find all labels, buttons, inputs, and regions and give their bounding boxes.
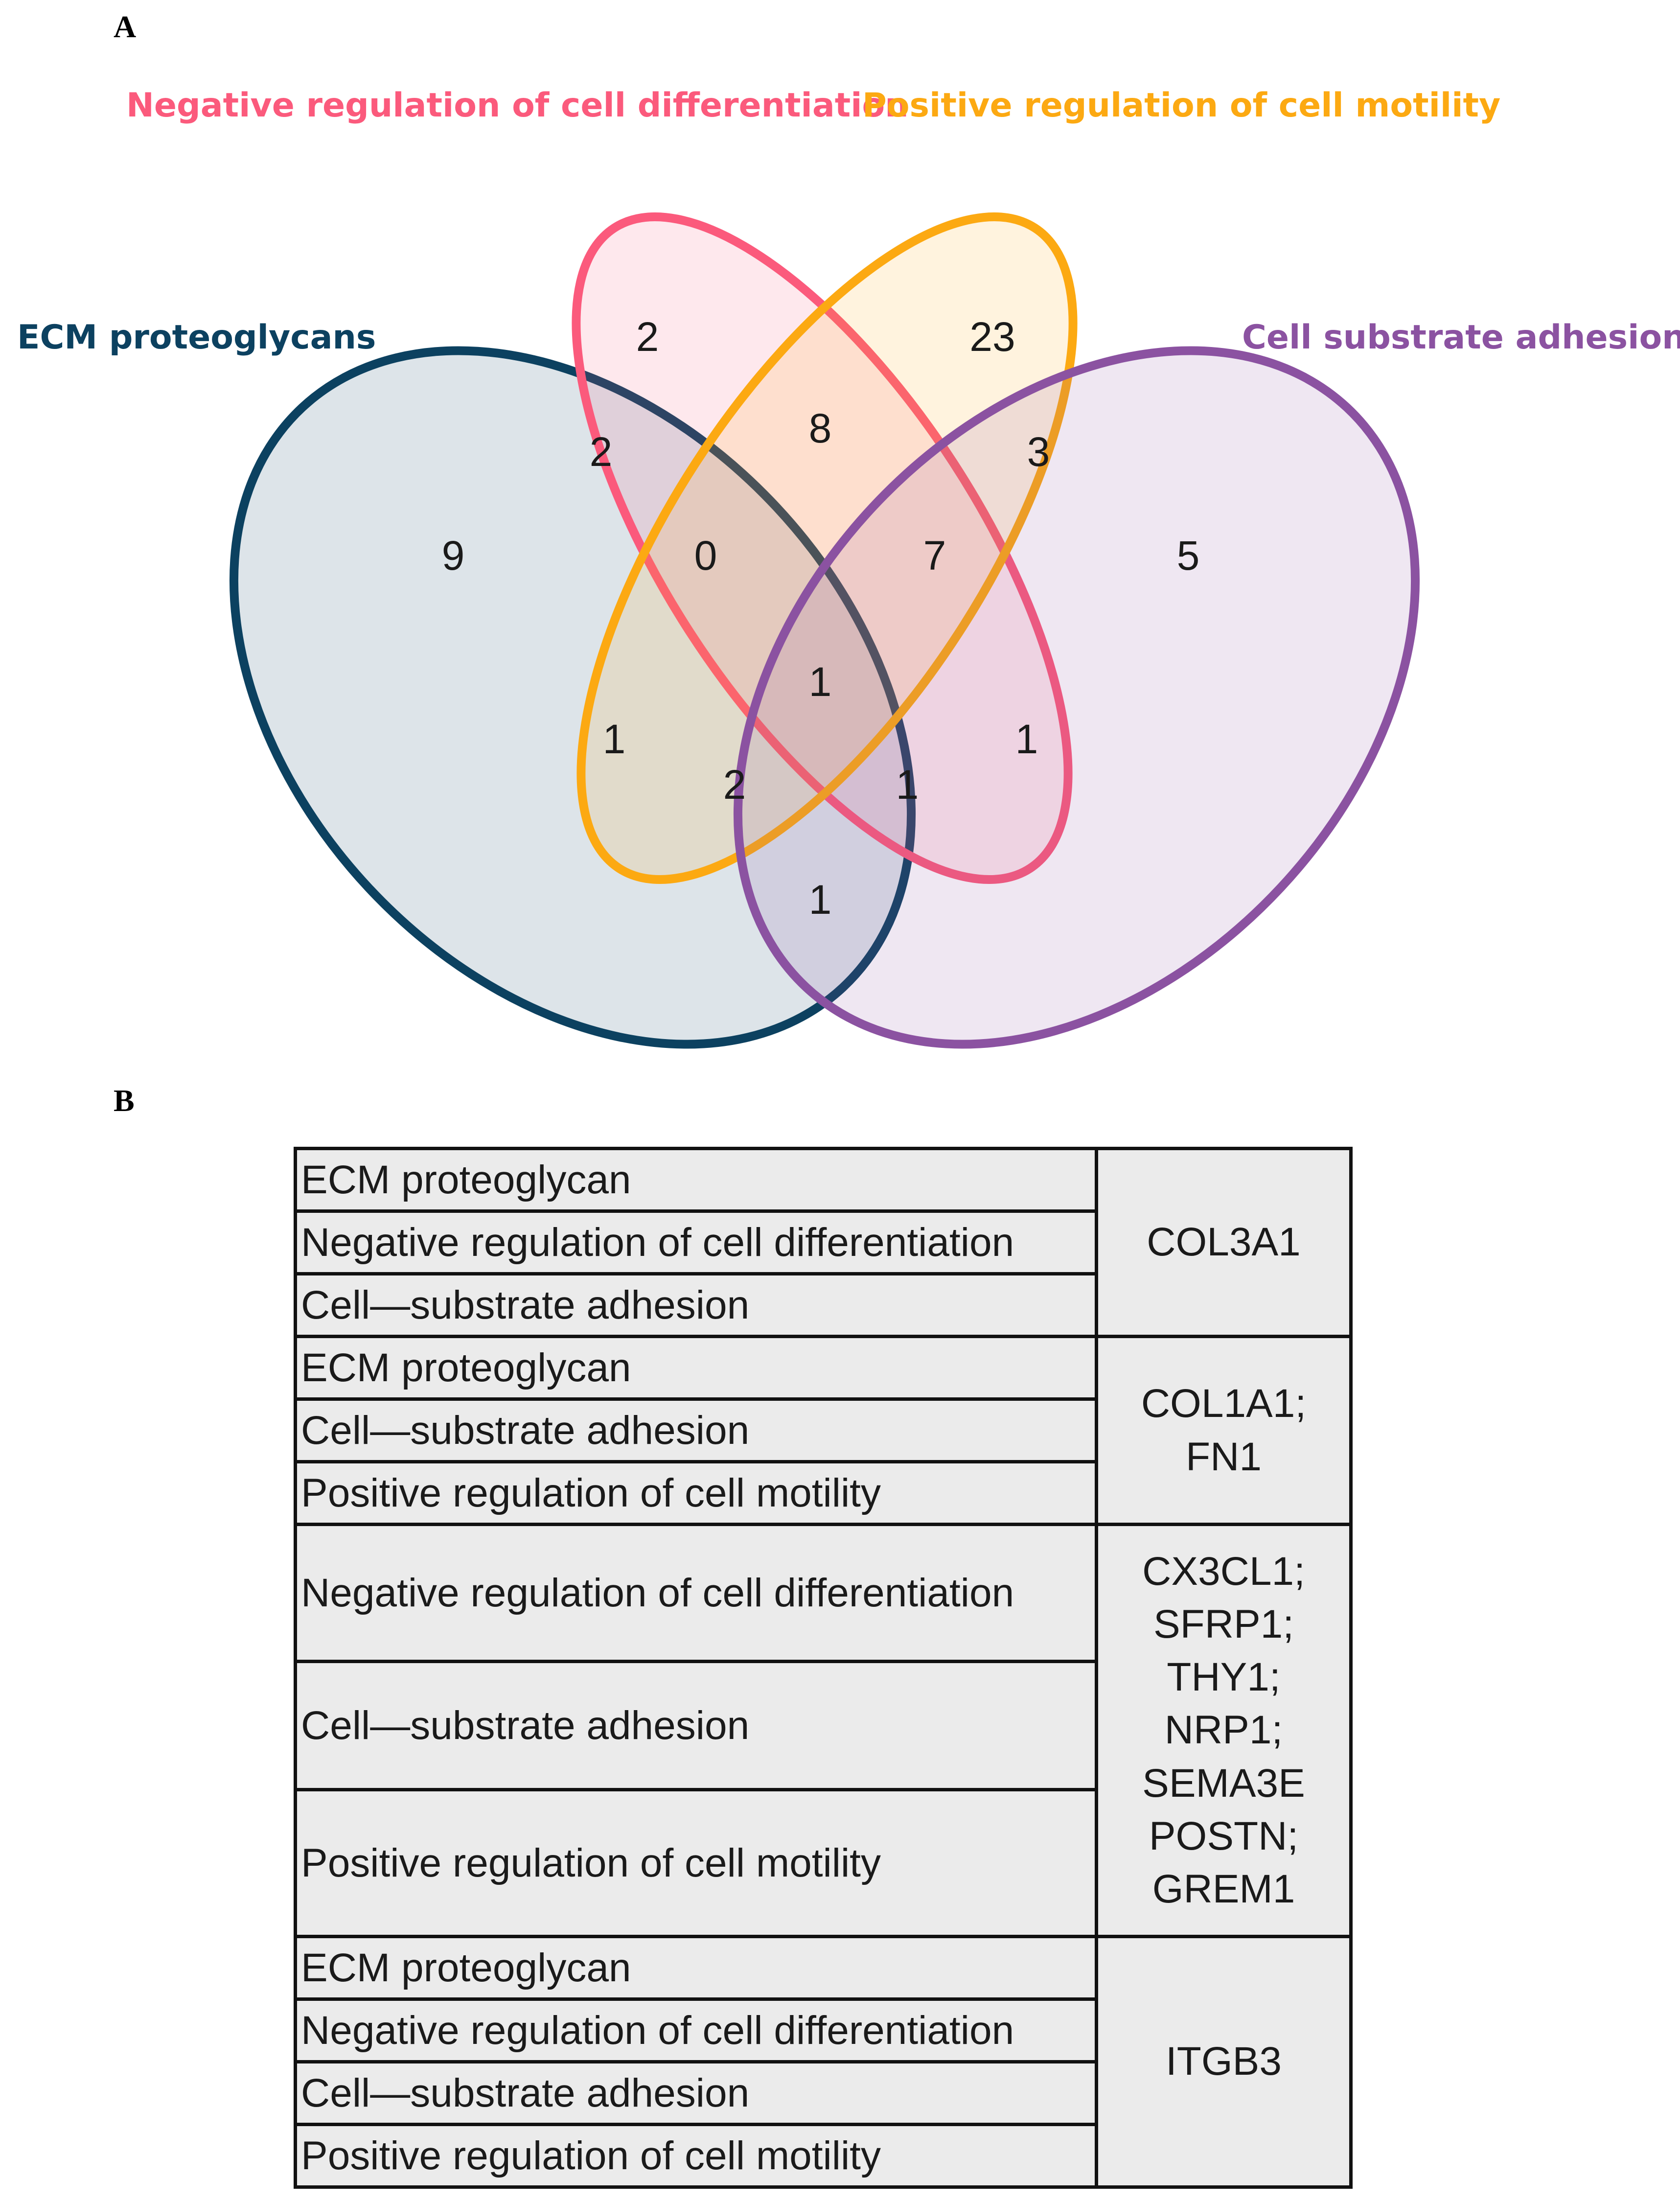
gene-name: GREM1: [1152, 1867, 1295, 1912]
count-adhesion-only: 5: [1177, 533, 1200, 579]
count-all-four: 1: [809, 659, 832, 705]
gene-name: NRP1;: [1164, 1708, 1283, 1753]
table-row: Positive regulation of cell motility: [294, 2123, 1351, 2189]
count-pos-motility-only: 23: [969, 314, 1015, 360]
count-ecm-neg-adh: 1: [896, 762, 919, 808]
table-row: Cell—substrate adhesion: [294, 1272, 1351, 1338]
term-cell: Cell—substrate adhesion: [294, 1660, 1098, 1791]
venn-diagram: Negative regulation of cell differentiat…: [17, 86, 1680, 1049]
gene-name: CX3CL1;: [1142, 1549, 1305, 1594]
adhesion-title: Cell substrate adhesion: [1242, 318, 1680, 357]
term-cell: ECM proteoglycan: [294, 1335, 1098, 1401]
pos-motility-title: Positive regulation of cell motility: [862, 86, 1500, 125]
table-row: Positive regulation of cell motility: [294, 1460, 1351, 1526]
gene-name: FN1: [1186, 1434, 1262, 1479]
term-cell: Positive regulation of cell motility: [294, 1788, 1098, 1938]
count-pos-adh: 3: [1027, 429, 1050, 475]
table-row: Cell—substrate adhesion: [294, 2060, 1351, 2126]
count-neg-diff-only: 2: [636, 314, 659, 360]
table-row: Positive regulation of cell motility: [294, 1788, 1351, 1938]
term-cell: Positive regulation of cell motility: [294, 1460, 1098, 1526]
count-neg-pos: 8: [809, 405, 832, 451]
count-ecm-adh: 1: [809, 877, 832, 923]
venn-ellipses: [229, 212, 1420, 1049]
table-row: Negative regulation of cell differentiat…: [294, 1523, 1353, 1938]
count-ecm-pos: 1: [603, 716, 626, 762]
count-neg-pos-adh: 7: [923, 533, 946, 579]
term-cell: Negative regulation of cell differentiat…: [294, 1209, 1098, 1275]
gene-cell: ITGB3: [1095, 1935, 1353, 2189]
neg-diff-title: Negative regulation of cell differentiat…: [126, 86, 909, 125]
gene-name: COL1A1;: [1141, 1381, 1307, 1426]
ecm-title: ECM proteoglycans: [17, 318, 376, 357]
neg-diff-ellipse: [572, 212, 1073, 884]
panel-b-label: B: [114, 1083, 135, 1118]
term-cell: Negative regulation of cell differentiat…: [294, 1523, 1098, 1663]
panel-a-label: A: [114, 9, 137, 44]
term-cell: Positive regulation of cell motility: [294, 2123, 1098, 2189]
gene-cell: COL1A1; FN1: [1095, 1335, 1353, 1526]
term-cell: Cell—substrate adhesion: [294, 1272, 1098, 1338]
gene-name: SEMA3E: [1142, 1761, 1305, 1806]
term-cell: ECM proteoglycan: [294, 1147, 1098, 1213]
gene-cell: COL3A1: [1095, 1147, 1353, 1338]
adhesion-ellipse: [733, 346, 1420, 1049]
gene-name: SFRP1;: [1153, 1601, 1294, 1646]
table-row: Negative regulation of cell differentiat…: [294, 1209, 1351, 1275]
table-row: Cell—substrate adhesion: [294, 1397, 1351, 1463]
pos-motility-ellipse: [576, 212, 1078, 884]
count-neg-adh: 1: [1015, 716, 1038, 762]
table-row: Negative regulation of cell differentiat…: [294, 1997, 1351, 2063]
term-cell: Cell—substrate adhesion: [294, 1397, 1098, 1463]
table-row: Cell—substrate adhesion: [294, 1660, 1351, 1791]
count-ecm-neg-pos: 0: [694, 533, 717, 579]
count-ecm-only: 9: [442, 533, 465, 579]
gene-name: COL3A1: [1147, 1220, 1301, 1265]
count-ecm-pos-adh: 2: [723, 762, 746, 808]
gene-name: THY1;: [1167, 1655, 1281, 1700]
gene-cell: CX3CL1; SFRP1; THY1; NRP1; SEMA3E POSTN; GREM1: [1095, 1523, 1353, 1938]
term-cell: Negative regulation of cell differentiat…: [294, 1997, 1098, 2063]
count-ecm-neg: 2: [590, 429, 613, 475]
term-cell: ECM proteoglycan: [294, 1935, 1098, 2001]
gene-name: POSTN;: [1149, 1813, 1299, 1858]
gene-name: ITGB3: [1166, 2039, 1282, 2084]
term-cell: Cell—substrate adhesion: [294, 2060, 1098, 2126]
